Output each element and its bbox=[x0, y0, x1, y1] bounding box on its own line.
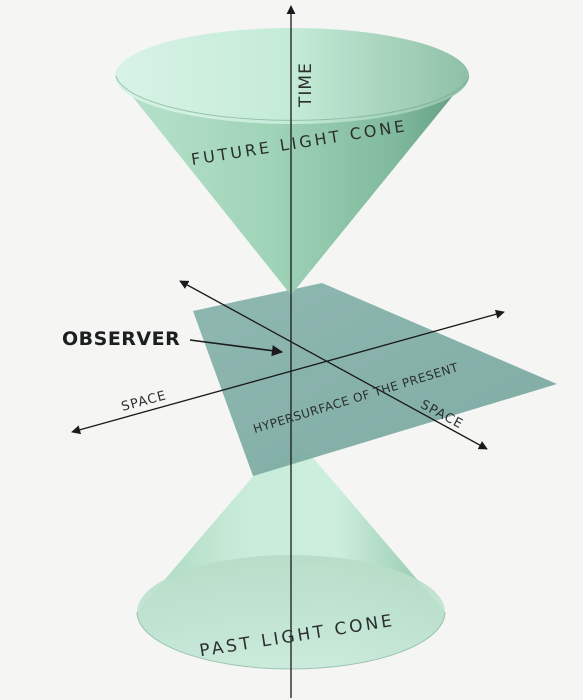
space-axis-diagonal bbox=[179, 280, 488, 450]
future-cone-rim bbox=[115, 28, 469, 124]
future-cone-body bbox=[116, 76, 469, 295]
axes bbox=[71, 5, 505, 698]
observer-label: OBSERVER bbox=[62, 328, 180, 350]
future-light-cone bbox=[115, 28, 470, 295]
space-label-left: SPACE bbox=[120, 388, 169, 414]
observer-pointer-arrow bbox=[189, 339, 284, 357]
time-axis-label: TIME bbox=[296, 62, 316, 108]
